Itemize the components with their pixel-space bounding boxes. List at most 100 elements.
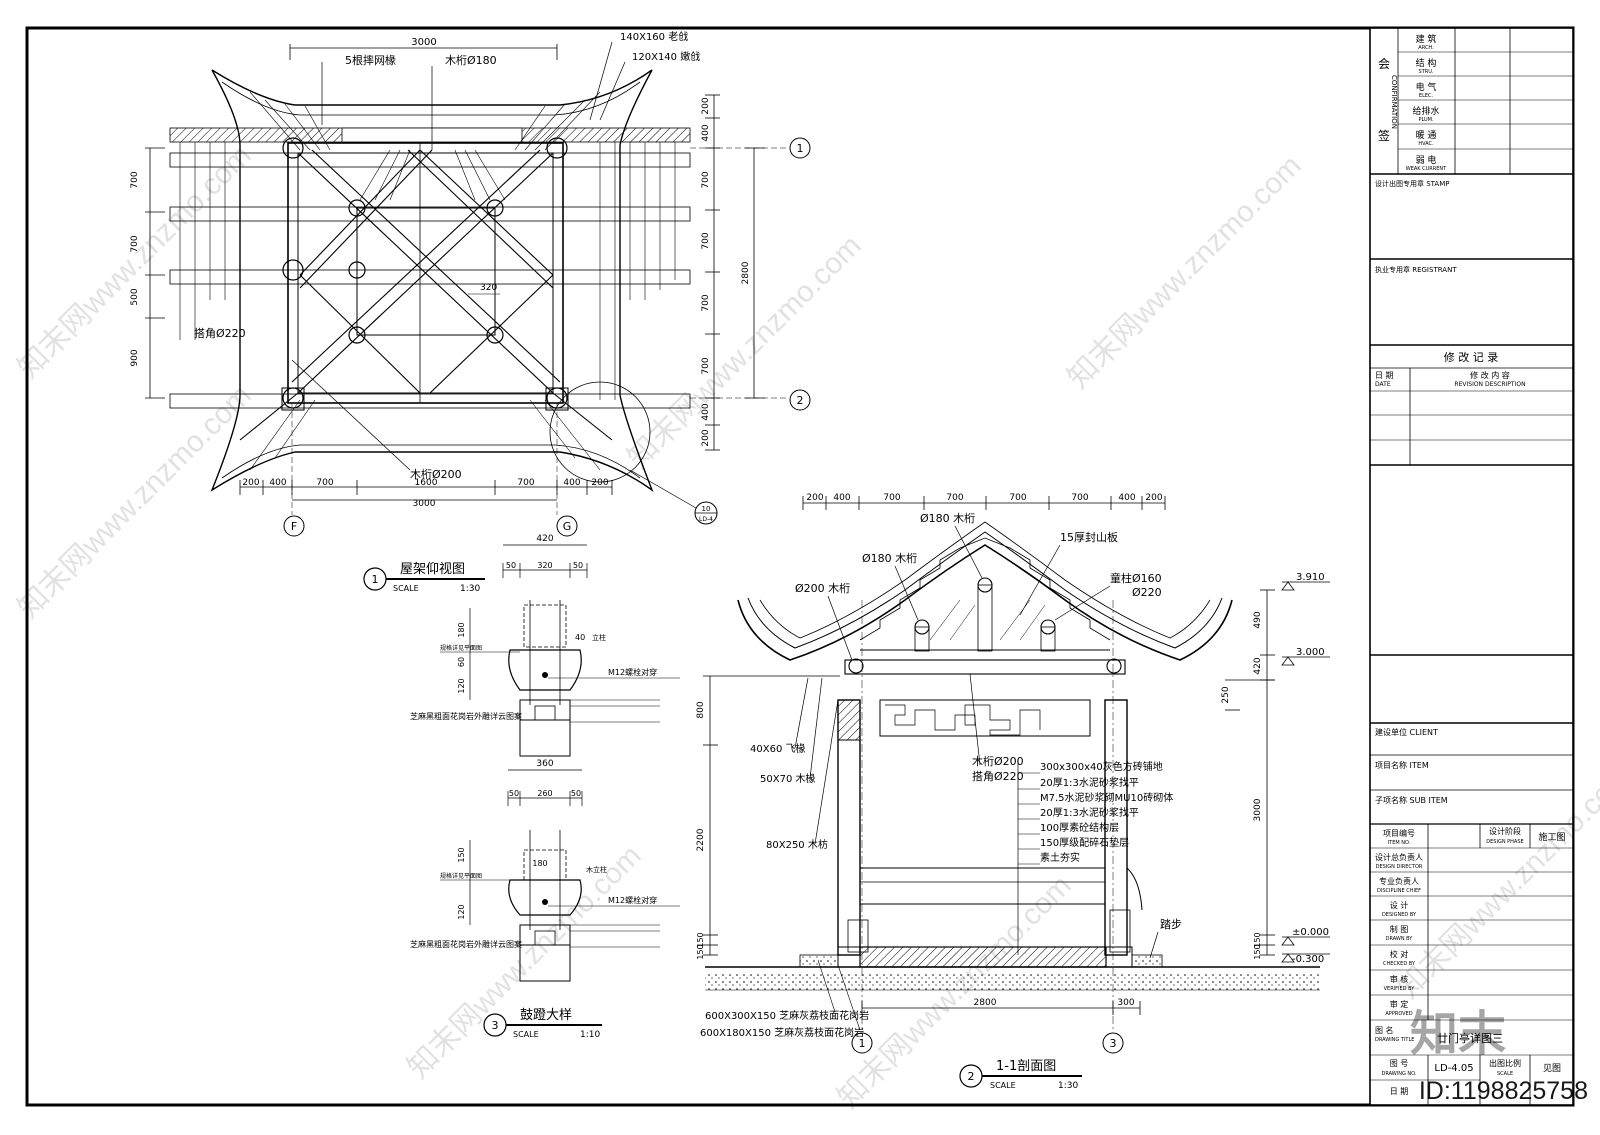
detail-ref-sheet: LD-4 — [699, 516, 713, 523]
roof-top-dim: 3000 — [411, 37, 436, 48]
sec-axis-1-bubble: 1 — [859, 1037, 866, 1050]
right-dim: 400 — [701, 403, 711, 420]
tb-sign-en: ARCH. — [1418, 45, 1434, 51]
guden-top-note: 芝麻黑粗面花岗岩外雕详云图案 — [410, 711, 522, 721]
bottom-dim: 200 — [591, 478, 608, 488]
layer-item: 150厚级配碎石垫层 — [1040, 836, 1129, 849]
tb-role-en: DESIGN DIRECTOR — [1376, 864, 1423, 870]
tb-sign-cn: 结 构 — [1416, 57, 1437, 69]
tb-date2: 日 期 — [1390, 1087, 1409, 1096]
label-gable-board: 15厚封山板 — [1060, 530, 1118, 544]
guden-bot-sub: 50 — [571, 789, 581, 798]
view-title-guden: 鼓蹬大样 — [520, 1008, 572, 1023]
label-rafter: 50X70 木椽 — [760, 772, 815, 785]
logo-text: 知末 — [1410, 1008, 1506, 1061]
sec-top-dim: 700 — [946, 493, 963, 503]
tb-role-en: DISCIPLINE CHIEF — [1377, 888, 1421, 894]
guden-top-h1: 180 — [457, 622, 466, 637]
elev-mark: 3.910 — [1296, 572, 1325, 583]
title-block: 会 签 CONFIRMATION 建 筑 ARCH. 结 构 STRU. 电 气… — [1369, 27, 1574, 1106]
tb-stamp: 设计出图专用章 STAMP — [1375, 179, 1449, 188]
guden-bot-width: 360 — [536, 759, 553, 769]
bottom-dim: 700 — [517, 478, 534, 488]
tb-sign-en: HVAC. — [1418, 141, 1434, 147]
guden-top-sub: 50 — [506, 561, 516, 570]
bottom-dim: 400 — [563, 478, 580, 488]
guden-detail-view: 420 50 320 50 180 60 120 40 立柱 规格详见平面图 M… — [410, 534, 680, 1040]
stone-note: 600X180X150 芝麻灰荔枝面花岗岩 — [700, 1026, 864, 1039]
sec-right-dim: 150 — [1253, 944, 1262, 959]
tb-phase-cn: 设计阶段 — [1489, 826, 1521, 836]
right-dim: 700 — [701, 294, 711, 311]
sec-right-dim: 3000 — [1253, 798, 1263, 821]
tb-phase-val: 施工图 — [1538, 831, 1565, 843]
tb-role-cn: 制 图 — [1390, 924, 1409, 934]
tb-role-en: ITEM NO. — [1388, 840, 1411, 846]
sec-left-dim: 800 — [696, 701, 706, 718]
right-total-dim: 2800 — [741, 261, 751, 284]
left-dim: 900 — [130, 349, 140, 366]
view-title-roof-plan: 屋架仰视图 — [400, 562, 465, 577]
guden-top-sub: 320 — [537, 561, 552, 570]
tb-date-cn: 日 期 — [1375, 371, 1394, 380]
tb-role-cn: 专业负责人 — [1379, 876, 1419, 886]
tb-role-cn: 设 计 — [1390, 900, 1409, 910]
sec-top-dim: 400 — [833, 493, 850, 503]
label-fang: 80X250 木枋 — [766, 838, 828, 851]
section-1-1-view: 200 400 700 700 700 700 400 200 — [696, 493, 1330, 1091]
view-scale-label: SCALE — [393, 584, 419, 593]
tb-item: 项目名称 ITEM — [1375, 760, 1429, 770]
label-beam: 木桁Ø200 — [972, 754, 1024, 768]
stone-note: 600X300X150 芝麻灰荔枝面花岗岩 — [705, 1009, 869, 1022]
tb-drawing-name-cn: 图 名 — [1375, 1025, 1394, 1035]
tb-hui: 会 — [1378, 57, 1390, 71]
label-p180a: Ø180 木桁 — [920, 511, 975, 525]
tb-client: 建设单位 CLIENT — [1375, 727, 1438, 737]
tb-revision-title: 修 改 记 录 — [1444, 350, 1499, 364]
right-dim: 400 — [701, 124, 711, 141]
left-dim: 500 — [130, 288, 140, 305]
layer-item: 素土夯实 — [1040, 851, 1080, 864]
layer-list: 300x300x40灰色方砖铺地 20厚1:3水泥砂浆找平 M7.5水泥砂浆砌M… — [1040, 760, 1173, 864]
label-step: 踏步 — [1160, 917, 1182, 931]
guden-top-h3: 120 — [457, 678, 466, 693]
tb-role-cn: 审 核 — [1390, 974, 1409, 984]
tb-sub-item: 子项名称 SUB ITEM — [1375, 795, 1448, 805]
tb-scale-en: SCALE — [1497, 1071, 1513, 1077]
right-dim: 200 — [701, 429, 711, 446]
label-p200: Ø200 木桁 — [795, 581, 850, 595]
guden-top-h2: 60 — [457, 657, 466, 667]
guden-top-post: 立柱 — [592, 633, 606, 642]
tb-sign-cn: 弱 电 — [1416, 154, 1437, 166]
label-tong-post-2: Ø220 — [1132, 586, 1162, 599]
label-lao-ji: 140X160 老戗 — [620, 30, 688, 43]
sec-bottom-dim: 2800 — [974, 998, 997, 1008]
sec-right-dim: 490 — [1253, 611, 1263, 628]
label-purlin-top: 木桁Ø180 — [445, 53, 497, 67]
tb-role-list: 项目编号 ITEM NO. 设计总负责人 DESIGN DIRECTOR 专业负… — [1375, 828, 1423, 1017]
label-p180b: Ø180 木桁 — [862, 551, 917, 565]
tb-role-cn: 审 定 — [1390, 999, 1409, 1009]
guden-bot-note: 芝麻黑粗面花岗岩外雕详云图案 — [410, 939, 522, 949]
tb-drawing-name-en: DRAWING TITLE — [1375, 1037, 1414, 1043]
guden-bot-sub: 260 — [537, 789, 552, 798]
tb-phase-en: DESIGN PHASE — [1486, 839, 1523, 845]
elev-mark: 3.000 — [1296, 647, 1325, 658]
view-scale-label: SCALE — [513, 1030, 539, 1039]
right-dim: 700 — [701, 357, 711, 374]
label-corner: 搭角Ø220 — [194, 327, 246, 340]
sec-top-dim: 700 — [883, 493, 900, 503]
axis-1-bubble: 1 — [797, 142, 804, 155]
tb-sign-cn: 建 筑 — [1416, 33, 1437, 45]
tb-role-en: DESIGNED BY — [1382, 912, 1417, 918]
image-id-label: ID:1198825758 — [1419, 1077, 1588, 1105]
tb-scale-cn: 出图比例 — [1489, 1058, 1521, 1068]
label-corner-sec: 搭角Ø220 — [972, 770, 1024, 783]
tb-role-cn: 校 对 — [1390, 949, 1409, 959]
tb-sign-cn: 电 气 — [1416, 81, 1437, 93]
view-title-section: 1-1剖面图 — [996, 1059, 1056, 1074]
tb-qian: 签 — [1378, 128, 1390, 143]
bottom-total-dim: 3000 — [413, 499, 436, 509]
view-scale: 1:30 — [460, 584, 480, 594]
axis-g-bubble: G — [563, 520, 572, 533]
